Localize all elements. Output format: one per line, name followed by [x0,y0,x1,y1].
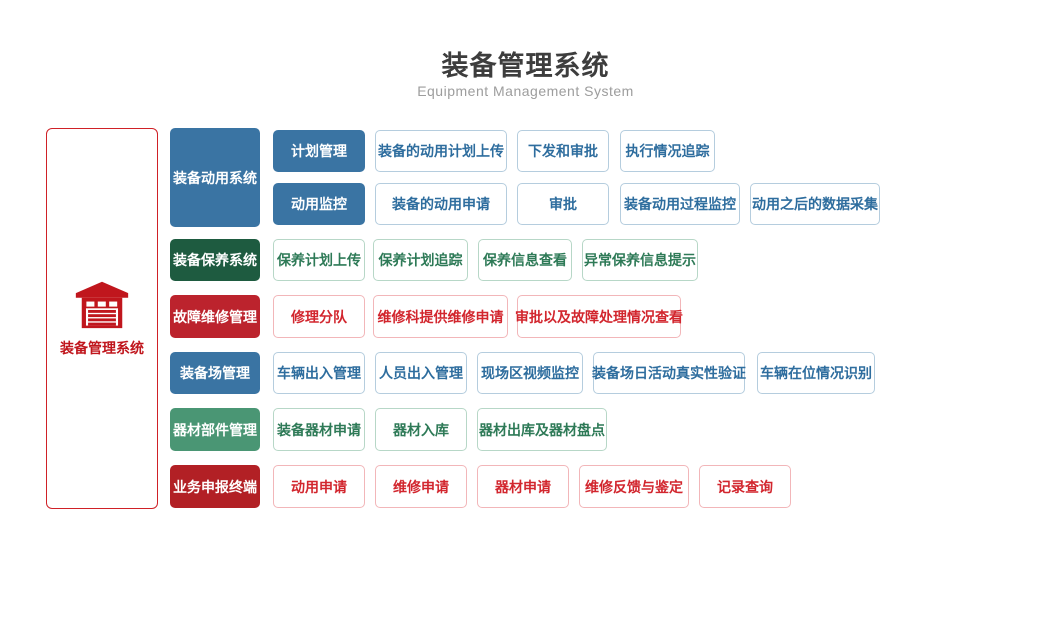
feature-node-5-5: 车辆在位情况识别 [757,352,875,394]
category-node-3: 故障维修管理 [170,295,260,338]
feature-node-4-3: 审批以及故障处理情况查看 [515,295,683,338]
feature-node-1-2: 装备的动用计划上传 [375,130,507,172]
category-node-1: 装备动用系统 [170,128,260,227]
feature-node-5-3: 现场区视频监控 [477,352,583,394]
feature-node-7-3: 器材申请 [477,465,569,508]
page-title: 装备管理系统 [441,51,610,81]
root-node-label: 装备管理系统 [60,339,144,356]
page-subtitle: Equipment Management System [417,83,634,99]
feature-node-5-1: 车辆出入管理 [273,352,365,394]
feature-node-6-2: 器材入库 [375,408,467,451]
feature-node-5-4: 装备场日活动真实性验证 [592,352,746,394]
feature-node-6-1: 装备器材申请 [273,408,365,451]
feature-node-1-3: 下发和审批 [517,130,609,172]
feature-node-7-1: 动用申请 [273,465,365,508]
feature-node-1-4: 执行情况追踪 [620,130,715,172]
feature-node-2-3: 审批 [517,183,609,225]
feature-node-5-2: 人员出入管理 [375,352,467,394]
feature-node-6-3: 器材出库及器材盘点 [477,408,607,451]
feature-node-3-2: 保养计划追踪 [373,239,468,281]
feature-node-4-1: 修理分队 [273,295,365,338]
feature-node-3-4: 异常保养信息提示 [582,239,698,281]
feature-node-7-5: 记录查询 [699,465,791,508]
feature-node-2-4: 装备动用过程监控 [620,183,740,225]
garage-icon [75,281,129,328]
root-node: 装备管理系统 [46,128,158,509]
feature-node-7-2: 维修申请 [375,465,467,508]
category-node-5: 器材部件管理 [170,408,260,451]
subcategory-node-1-1: 计划管理 [273,130,365,172]
feature-node-7-4: 维修反馈与鉴定 [579,465,689,508]
feature-node-2-2: 装备的动用申请 [375,183,507,225]
feature-node-3-1: 保养计划上传 [273,239,365,281]
feature-node-2-5: 动用之后的数据采集 [750,183,880,225]
category-node-6: 业务申报终端 [170,465,260,508]
feature-node-4-2: 维修科提供维修申请 [373,295,508,338]
feature-node-3-3: 保养信息查看 [478,239,572,281]
category-node-2: 装备保养系统 [170,239,260,281]
category-node-4: 装备场管理 [170,352,260,394]
subcategory-node-2-1: 动用监控 [273,183,365,225]
